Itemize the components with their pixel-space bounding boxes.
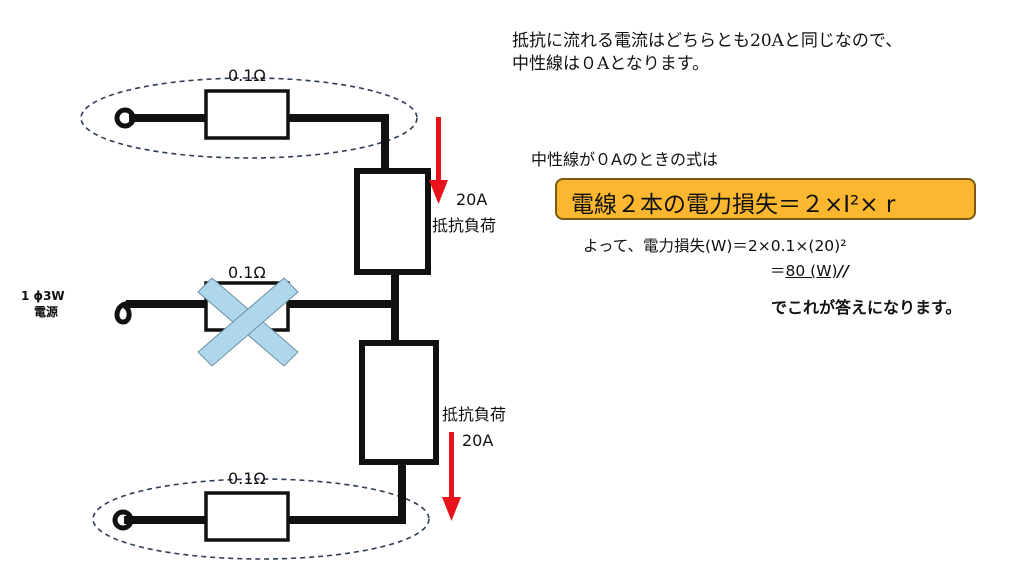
lower-load — [359, 340, 439, 465]
current-bottom-label: 20A — [462, 431, 493, 450]
result-mark: // — [837, 262, 849, 280]
top-line-resistor — [204, 89, 290, 140]
explanation-note: 抵抗に流れる電流はどちらとも20Aと同じなので、 中性線は０Aとなります。 — [512, 30, 902, 76]
note-line-2: 中性線は０Aとなります。 — [512, 54, 710, 74]
upper-load — [354, 168, 431, 275]
answer-text: でこれが答えになります。 — [771, 298, 962, 317]
r-bottom-label: 0.1Ω — [228, 469, 266, 488]
note-line-1: 抵抗に流れる電流はどちらとも20Aと同じなので、 — [512, 31, 903, 51]
load-bottom-label: 抵抗負荷 — [442, 405, 506, 424]
calculation-line: よって、電力損失(W)＝2×0.1×(20)² — [583, 237, 847, 255]
result-value: 80 (W) — [785, 262, 838, 280]
top-terminal — [114, 107, 136, 129]
current-arrow-bottom-icon — [442, 432, 461, 521]
top-line-ellipse — [80, 77, 418, 159]
cross-mark-icon — [197, 277, 299, 367]
formula-text: 電線２本の電力損失＝２×I²× r — [571, 192, 896, 218]
formula-intro: 中性線が０Aのときの式は — [531, 150, 718, 169]
r-top-label: 0.1Ω — [228, 66, 266, 85]
formula-box: 電線２本の電力損失＝２×I²× r — [555, 178, 976, 220]
bottom-line-ellipse — [92, 478, 430, 560]
result-prefix: ＝ — [770, 262, 786, 280]
bottom-line-resistor — [204, 491, 290, 542]
r-mid-label: 0.1Ω — [228, 263, 266, 282]
source-label-line2: 電源 — [34, 304, 58, 319]
current-top-label: 20A — [456, 190, 487, 209]
current-arrow-top-icon — [429, 117, 448, 204]
source-label-line1: 1 ϕ3W — [21, 289, 65, 303]
load-top-label: 抵抗負荷 — [432, 216, 496, 235]
calculation-result: ＝80 (W)// — [770, 259, 849, 281]
bottom-terminal — [112, 509, 134, 531]
mid-terminal — [114, 301, 134, 325]
